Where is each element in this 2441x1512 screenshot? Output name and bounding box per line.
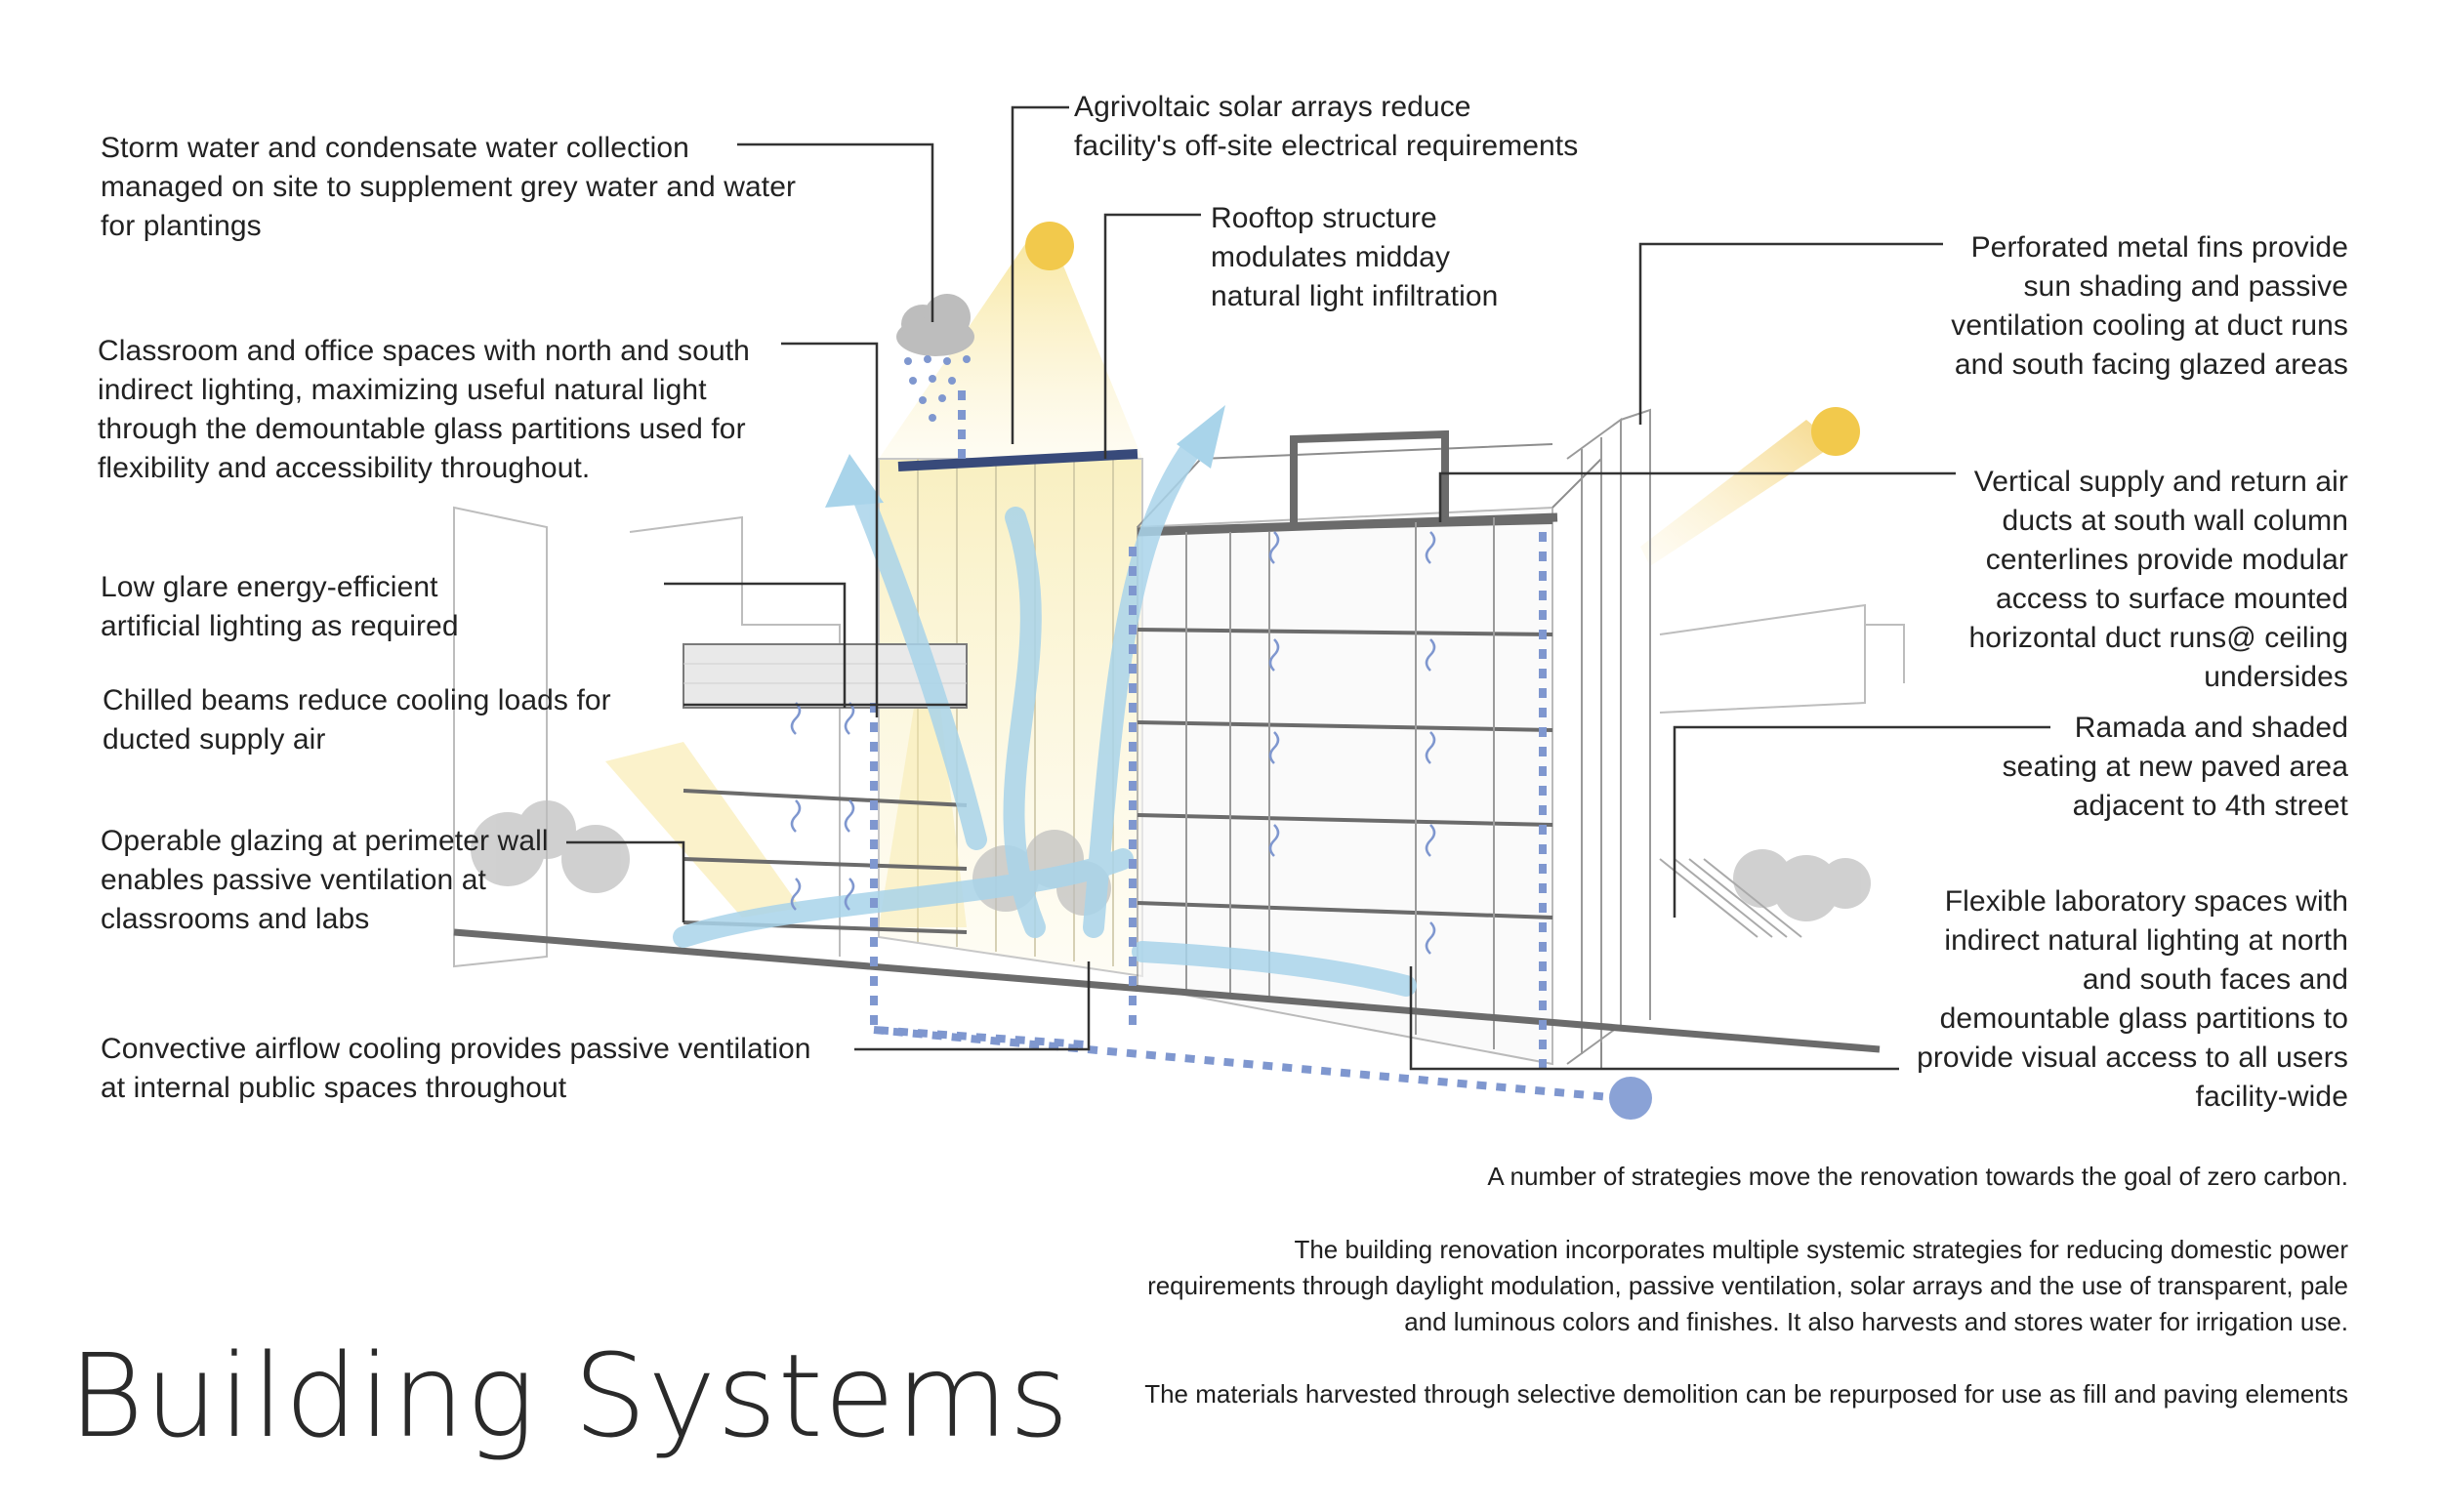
solar-array — [897, 449, 1138, 471]
label-flexible-laboratory: Flexible laboratory spaces with indirect… — [1917, 885, 2348, 1113]
sun-top-icon — [1025, 222, 1074, 270]
dashed-water-lines — [870, 390, 1622, 1102]
label-vertical-ducts: Vertical supply and return air ducts at … — [1968, 466, 2348, 693]
paragraph-materials: The materials harvested through selectiv… — [1144, 1379, 2348, 1409]
sun-right-icon — [1811, 407, 1860, 456]
label-storm-water: Storm water and condensate water collect… — [101, 132, 797, 242]
paragraph-systemic-strategies: The building renovation incorporates mul… — [1147, 1235, 2348, 1336]
leader-lines — [566, 105, 2050, 1071]
label-low-glare-lighting: Low glare energy-efficient artificial li… — [101, 571, 459, 642]
paragraph-zero-carbon: A number of strategies move the renovati… — [1487, 1162, 2348, 1191]
cistern-dot — [1609, 1077, 1652, 1120]
label-chilled-beams: Chilled beams reduce cooling loads for d… — [103, 684, 611, 756]
ground-line — [453, 928, 1881, 1053]
page-title: Building Systems — [68, 1328, 1070, 1463]
rain-cloud-icon — [896, 294, 974, 422]
airflow-arrows — [673, 438, 1417, 997]
label-convective-airflow: Convective airflow cooling provides pass… — [101, 1033, 811, 1104]
label-agrivoltaic: Agrivoltaic solar arrays reduce facility… — [1074, 91, 1579, 162]
chilled-beam-coils — [790, 531, 1436, 955]
label-perforated-fins: Perforated metal fins provide sun shadin… — [1951, 231, 2348, 381]
label-classroom-office: Classroom and office spaces with north a… — [98, 335, 750, 484]
airflow-arrowhead-left — [825, 454, 884, 508]
label-ramada: Ramada and shaded seating at new paved a… — [2002, 712, 2348, 822]
context-buildings — [453, 506, 1905, 968]
sun-ray-beam-right — [1640, 420, 1836, 566]
rooftop-frame — [1290, 429, 1449, 527]
label-operable-glazing: Operable glazing at perimeter wall enabl… — [101, 825, 549, 935]
perforated-fins — [1566, 408, 1651, 1065]
label-rooftop-structure: Rooftop structure modulates midday natur… — [1211, 202, 1499, 312]
sun-ray-beam-top — [879, 244, 1142, 459]
airflow-arrowhead-right — [1177, 405, 1225, 469]
